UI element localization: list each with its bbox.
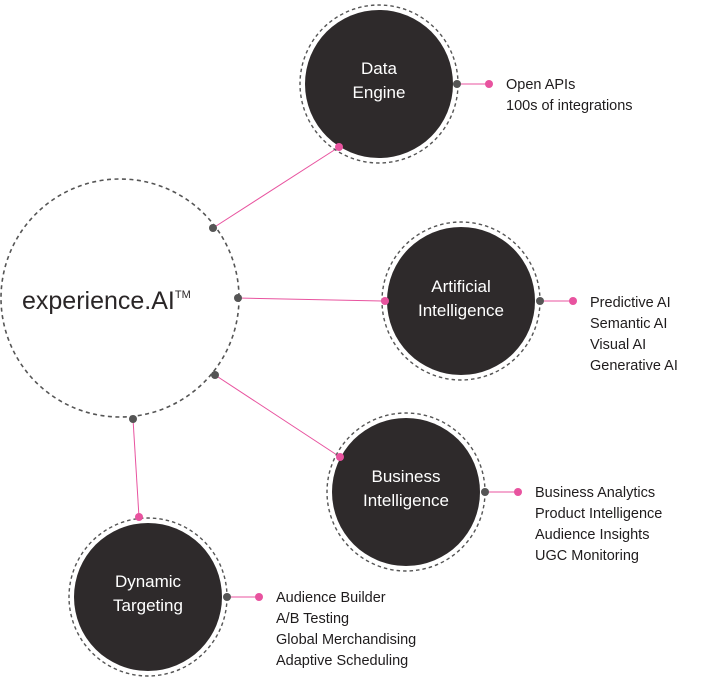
feature-item: Predictive AI (590, 295, 671, 311)
node-artificial-intelligence[interactable]: Artificial Intelligence (381, 221, 541, 381)
feature-dot-pink (514, 488, 522, 496)
node-title-line-1: Data (361, 59, 397, 78)
feature-item: Semantic AI (590, 316, 667, 332)
feature-item: Audience Insights (535, 527, 649, 543)
feature-item: Open APIs (506, 77, 575, 93)
connector-center-dynamic-targeting (132, 418, 140, 518)
feature-dot-grey (223, 593, 231, 601)
node-circle (332, 418, 480, 566)
feature-dot-pink (255, 593, 263, 601)
node-title-line-1: Dynamic (115, 572, 182, 591)
connector-center-data-engine (212, 146, 340, 229)
feature-list-data-engine: Open APIs 100s of integrations (506, 77, 633, 114)
center-label: experience.AITM (22, 287, 191, 315)
connector-dot-pink (336, 453, 344, 461)
node-circle (305, 10, 453, 158)
feature-item: Audience Builder (276, 590, 386, 606)
feature-item: Visual AI (590, 337, 646, 353)
feature-item: Global Merchandising (276, 632, 416, 648)
feature-list-dynamic-targeting: Audience Builder A/B Testing Global Merc… (276, 590, 416, 669)
node-dynamic-targeting[interactable]: Dynamic Targeting (68, 517, 228, 677)
node-title-line-2: Targeting (113, 596, 183, 615)
connector-dot-grey (234, 294, 242, 302)
feature-item: Adaptive Scheduling (276, 653, 408, 669)
connector-dot-pink (381, 297, 389, 305)
feature-dot-pink (485, 80, 493, 88)
node-data-engine[interactable]: Data Engine (299, 4, 459, 164)
node-circle (74, 523, 222, 671)
feature-item: Business Analytics (535, 485, 655, 501)
connector-dot-grey (211, 371, 219, 379)
node-business-intelligence[interactable]: Business Intelligence (326, 412, 486, 572)
connector-dot-grey (129, 415, 137, 423)
feature-item: 100s of integrations (506, 98, 633, 114)
connector-center-artificial-intelligence (237, 297, 386, 302)
connector-dot-grey (209, 224, 217, 232)
connector-dot-pink (335, 143, 343, 151)
connector-dot-pink (135, 513, 143, 521)
feature-dot-pink (569, 297, 577, 305)
feature-item: Product Intelligence (535, 506, 662, 522)
feature-dot-grey (481, 488, 489, 496)
feature-item: UGC Monitoring (535, 548, 639, 564)
feature-item: Generative AI (590, 358, 678, 374)
feature-item: A/B Testing (276, 611, 349, 627)
feature-dot-grey (453, 80, 461, 88)
connector-center-business-intelligence (214, 374, 341, 458)
node-title-line-2: Engine (353, 83, 406, 102)
node-title-line-2: Intelligence (363, 491, 449, 510)
node-title-line-1: Artificial (431, 277, 491, 296)
node-title-line-2: Intelligence (418, 301, 504, 320)
feature-dot-grey (536, 297, 544, 305)
node-circle (387, 227, 535, 375)
feature-list-artificial-intelligence: Predictive AI Semantic AI Visual AI Gene… (590, 295, 678, 374)
feature-list-business-intelligence: Business Analytics Product Intelligence … (535, 485, 662, 564)
node-title-line-1: Business (372, 467, 441, 486)
